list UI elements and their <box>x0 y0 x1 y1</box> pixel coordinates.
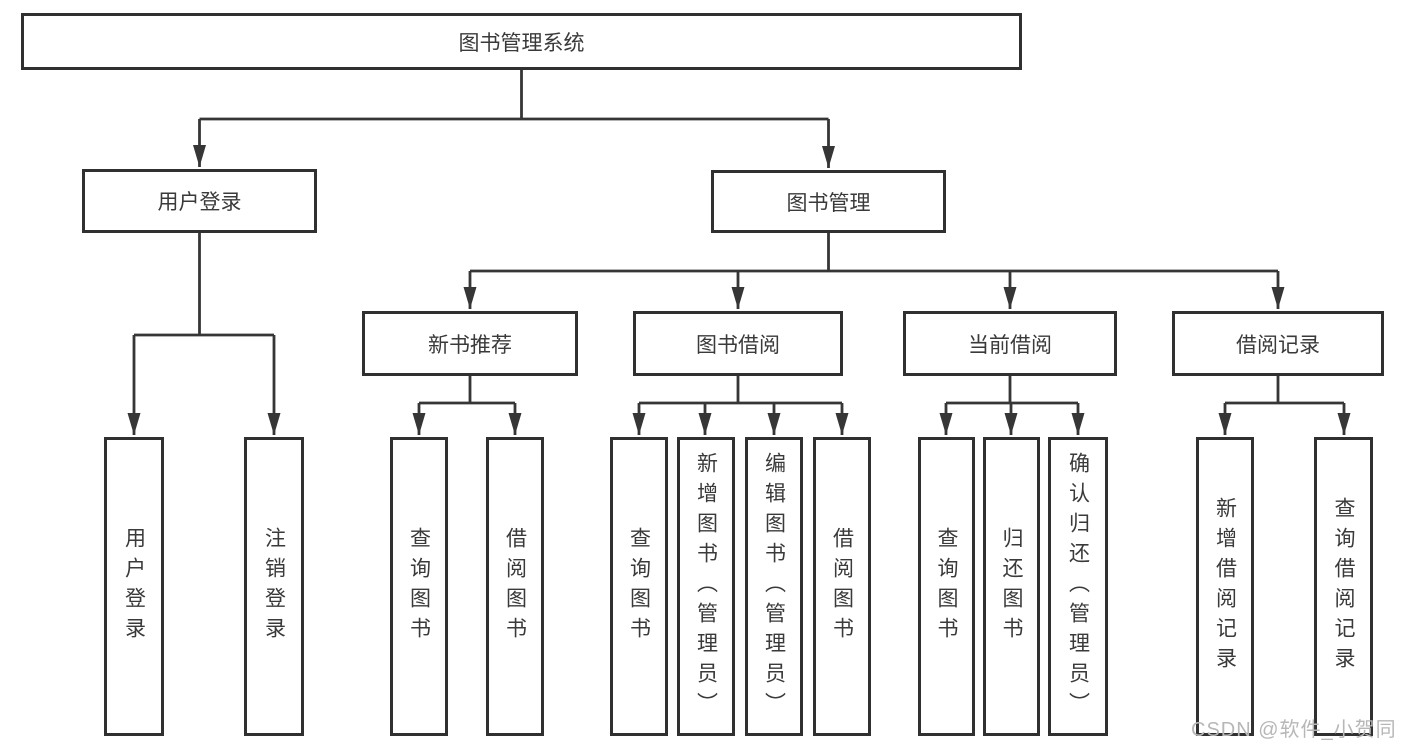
leaf-records-add-record: 新增借阅记录 <box>1196 437 1254 736</box>
leaf-recommend-query-book: 查询图书 <box>390 437 448 736</box>
leaf-records-query-record: 查询借阅记录 <box>1314 437 1373 736</box>
leaf-borrow-add-book-admin: 新增图书（管理员） <box>677 437 735 736</box>
leaf-logout: 注销登录 <box>244 437 304 736</box>
node-current-borrow: 当前借阅 <box>903 311 1117 376</box>
node-borrow-records: 借阅记录 <box>1172 311 1384 376</box>
leaf-current-query-book: 查询图书 <box>918 437 975 736</box>
node-user-login: 用户登录 <box>82 169 317 233</box>
leaf-current-confirm-return-admin: 确认归还（管理员） <box>1048 437 1108 736</box>
leaf-borrow-edit-book-admin: 编辑图书（管理员） <box>745 437 803 736</box>
node-system-root: 图书管理系统 <box>21 13 1022 70</box>
leaf-borrow-borrow-book: 借阅图书 <box>813 437 871 736</box>
node-book-management: 图书管理 <box>711 170 946 233</box>
node-new-book-recommend: 新书推荐 <box>362 311 578 376</box>
node-book-borrow: 图书借阅 <box>633 311 843 376</box>
leaf-user-login: 用户登录 <box>104 437 164 736</box>
leaf-recommend-borrow-book: 借阅图书 <box>486 437 544 736</box>
leaf-current-return-book: 归还图书 <box>983 437 1040 736</box>
csdn-watermark: CSDN @软件_小贺同学 <box>1191 719 1397 741</box>
leaf-borrow-query-book: 查询图书 <box>610 437 668 736</box>
